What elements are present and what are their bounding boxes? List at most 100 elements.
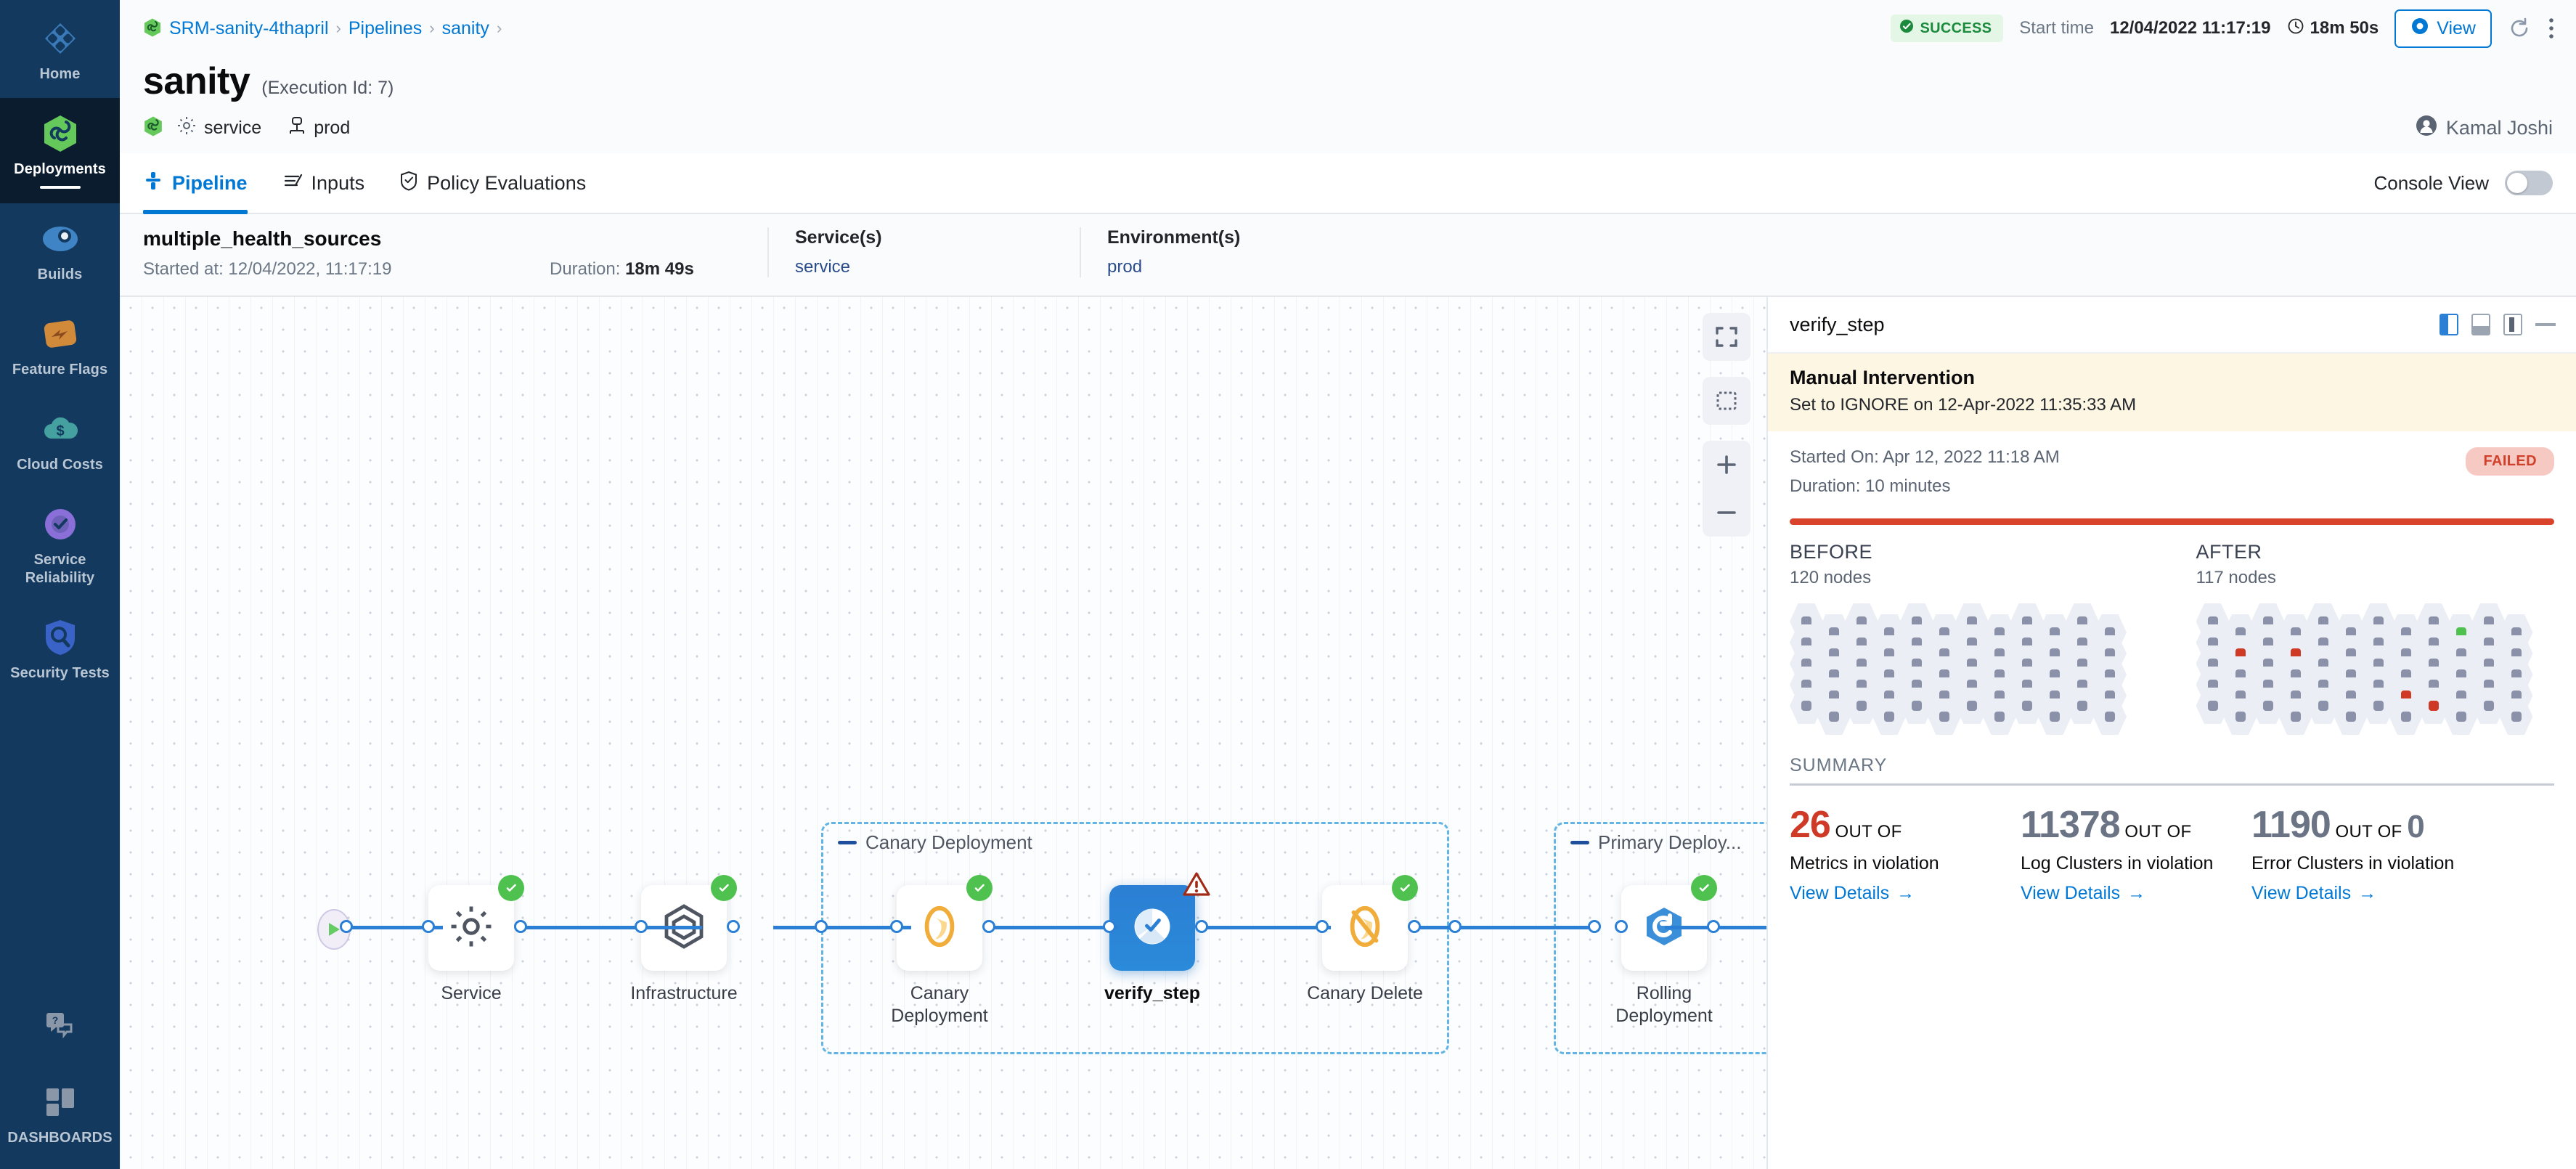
more-vertical-icon[interactable] bbox=[2547, 17, 2556, 40]
node-hex-dot bbox=[2400, 648, 2411, 659]
sidebar-item-home[interactable]: Home bbox=[0, 3, 120, 98]
breadcrumb: SRM-sanity-4thapril › Pipelines › sanity… bbox=[143, 17, 502, 39]
console-view-toggle[interactable] bbox=[2505, 171, 2553, 195]
panel-header: verify_step bbox=[1768, 297, 2576, 354]
breadcrumb-project[interactable]: SRM-sanity-4thapril bbox=[169, 17, 329, 38]
before-node-hexgrid bbox=[1790, 603, 2148, 735]
pipeline-graph-canvas[interactable]: Canary Deployment Primary Deploy... bbox=[120, 297, 1766, 1169]
split-bottom-icon[interactable] bbox=[2471, 314, 2490, 335]
graph-edge bbox=[1409, 926, 1594, 929]
node-hex bbox=[2444, 698, 2478, 735]
graph-node-canary-deployment[interactable]: Canary Deployment bbox=[891, 875, 993, 1028]
node-hex bbox=[1790, 688, 1823, 724]
failure-progress-bar bbox=[1790, 518, 2554, 525]
sidebar-item-label: Deployments bbox=[14, 161, 106, 177]
summary-stats: 26 OUT OF Metrics in violation View Deta… bbox=[1768, 786, 2576, 904]
stat-view-details-link[interactable]: View Details → bbox=[1790, 883, 2008, 904]
node-hex-dot bbox=[1967, 701, 1977, 711]
duration-value: 18m 50s bbox=[2310, 18, 2379, 38]
node-box[interactable] bbox=[1109, 872, 1210, 971]
main-sidebar: Home Deployments Builds bbox=[0, 0, 120, 1169]
stat-error-clusters: 1190 OUT OF 0 Error Clusters in violatio… bbox=[2251, 802, 2469, 904]
node-label: Infrastructure bbox=[630, 983, 738, 1003]
refresh-icon[interactable] bbox=[2508, 17, 2531, 40]
node-hex-dot bbox=[1912, 659, 1922, 669]
group-label: Canary Deployment bbox=[838, 831, 1032, 854]
node-hex-dot bbox=[2077, 680, 2087, 690]
fit-to-screen-icon[interactable] bbox=[1703, 377, 1750, 425]
breadcrumb-pipelines[interactable]: Pipelines bbox=[348, 17, 423, 38]
node-hex-dot bbox=[2050, 691, 2060, 701]
sidebar-item-help[interactable]: ? bbox=[0, 990, 120, 1067]
graph-node-service[interactable]: Service bbox=[428, 875, 524, 1005]
node-hex-dot bbox=[1994, 691, 2005, 701]
stat-view-details-link[interactable]: View Details → bbox=[2021, 883, 2238, 904]
stat-description: Error Clusters in violation bbox=[2251, 853, 2455, 873]
node-box[interactable] bbox=[1322, 875, 1418, 971]
tab-policy-evaluations[interactable]: Policy Evaluations bbox=[382, 153, 603, 213]
graph-port bbox=[727, 920, 740, 933]
tab-pipeline[interactable]: Pipeline bbox=[143, 153, 265, 214]
sidebar-item-service-reliability[interactable]: Service Reliability bbox=[0, 489, 120, 602]
environments-value[interactable]: prod bbox=[1107, 257, 1143, 277]
graph-group-canary[interactable]: Canary Deployment bbox=[821, 822, 1449, 1054]
sidebar-item-dashboards[interactable]: DASHBOARDS bbox=[0, 1067, 120, 1169]
tab-inputs[interactable]: Inputs bbox=[265, 153, 383, 213]
graph-port bbox=[1588, 920, 1601, 933]
graph-node-canary-delete[interactable]: Canary Delete bbox=[1307, 875, 1423, 1005]
sidebar-item-security-tests[interactable]: Security Tests bbox=[0, 602, 120, 697]
node-hex-dot bbox=[2235, 691, 2246, 701]
sidebar-item-deployments[interactable]: Deployments bbox=[0, 98, 120, 203]
graph-node-infrastructure[interactable]: Infrastructure bbox=[630, 875, 738, 1005]
node-hex-dot bbox=[1884, 648, 1894, 659]
arrow-right-icon: → bbox=[2127, 882, 2146, 903]
split-left-icon[interactable] bbox=[2440, 314, 2458, 335]
console-view-label: Console View bbox=[2373, 171, 2489, 194]
stat-value-row: 26 OUT OF bbox=[1790, 802, 2008, 849]
zoom-in-icon[interactable] bbox=[1714, 441, 1739, 489]
sidebar-item-feature-flags[interactable]: Feature Flags bbox=[0, 298, 120, 394]
services-column: Service(s) service bbox=[767, 227, 1080, 277]
services-heading: Service(s) bbox=[795, 227, 882, 248]
sidebar-item-builds[interactable]: Builds bbox=[0, 203, 120, 298]
node-hex-dot bbox=[2050, 627, 2060, 638]
service-chip[interactable]: service bbox=[176, 115, 261, 141]
node-hex bbox=[1872, 698, 1906, 735]
graph-port bbox=[1448, 920, 1462, 933]
fullscreen-icon[interactable] bbox=[1703, 313, 1750, 361]
node-hex-dot bbox=[2428, 701, 2439, 711]
node-hex bbox=[1817, 698, 1851, 735]
graph-node-verify-step[interactable]: verify_step bbox=[1104, 872, 1210, 1005]
tab-label: Pipeline bbox=[172, 171, 248, 194]
main-content: SRM-sanity-4thapril › Pipelines › sanity… bbox=[120, 0, 2576, 1169]
node-hex-dot bbox=[1967, 638, 1977, 648]
node-hex-dot bbox=[2050, 669, 2060, 680]
stat-log-clusters: 11378 OUT OF Log Clusters in violation V… bbox=[2021, 802, 2238, 904]
start-time-label: Start time bbox=[2019, 18, 2094, 38]
graph-node-rolling-deployment[interactable]: Rolling Deployment bbox=[1615, 875, 1717, 1028]
environment-chip[interactable]: prod bbox=[288, 115, 350, 141]
user-menu[interactable]: Kamal Joshi bbox=[2416, 115, 2553, 142]
graph-port bbox=[340, 920, 353, 933]
clock-icon bbox=[2287, 17, 2304, 40]
node-hex bbox=[2010, 688, 2044, 724]
graph-edge bbox=[345, 926, 443, 929]
view-button[interactable]: View bbox=[2394, 9, 2492, 48]
node-hex-dot bbox=[1912, 616, 1922, 627]
graph-group-primary[interactable]: Primary Deploy... bbox=[1554, 822, 1766, 1054]
node-hex-dot bbox=[2345, 669, 2356, 680]
split-right-icon[interactable] bbox=[2503, 314, 2522, 335]
services-value[interactable]: service bbox=[795, 257, 851, 277]
sidebar-item-cloud-costs[interactable]: $ Cloud Costs bbox=[0, 394, 120, 489]
node-hex-dot bbox=[1829, 691, 1839, 701]
zoom-out-icon[interactable] bbox=[1714, 489, 1739, 537]
node-label: Rolling Deployment bbox=[1615, 983, 1713, 1027]
builds-icon bbox=[41, 219, 80, 258]
stat-view-details-link[interactable]: View Details → bbox=[2251, 883, 2469, 904]
minimize-icon[interactable] bbox=[2535, 323, 2556, 326]
zoom-controls bbox=[1703, 441, 1750, 537]
node-hex-dot bbox=[1912, 701, 1922, 711]
node-label: Canary Deployment bbox=[891, 983, 988, 1027]
stat-description: Metrics in violation bbox=[1790, 853, 1939, 873]
breadcrumb-sanity[interactable]: sanity bbox=[441, 17, 489, 38]
